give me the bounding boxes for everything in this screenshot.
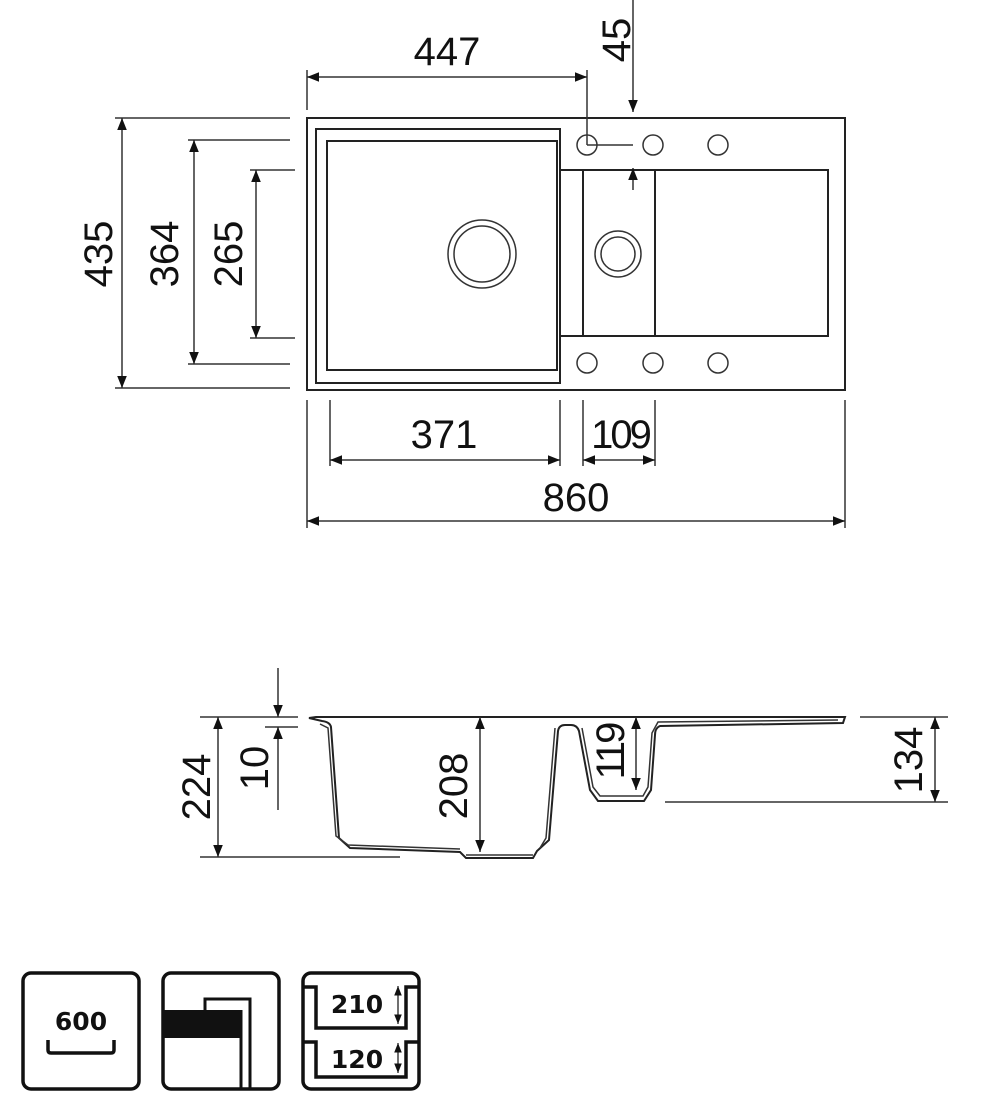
- side-view: 224 10 208 119 134: [175, 668, 948, 859]
- main-drain-inner: [453, 225, 511, 283]
- main-drain-icon: [447, 219, 517, 289]
- sink-profile-inner: [319, 719, 839, 856]
- dim-860: 860: [543, 476, 610, 520]
- depth-small-label: 120: [331, 1045, 383, 1074]
- sink-profile: [308, 716, 847, 859]
- drainer-area: [560, 169, 829, 337]
- dim-109: 109: [591, 413, 650, 457]
- small-drain-inner: [600, 236, 636, 272]
- dim-224: 224: [175, 754, 219, 821]
- dim-364: 364: [143, 221, 187, 288]
- dim-134: 134: [887, 727, 931, 794]
- top-view: 447 45 435 364 265 371 109 860: [77, 0, 846, 528]
- dim-447: 447: [414, 30, 481, 74]
- tap-holes: [576, 134, 729, 374]
- dim-119: 119: [589, 723, 633, 780]
- inset-mount-icon: [161, 971, 281, 1091]
- cabinet-size-icon: 600: [21, 971, 141, 1091]
- dim-208: 208: [432, 753, 476, 820]
- cabinet-size-label: 600: [55, 1007, 107, 1036]
- depth-main-label: 210: [331, 990, 383, 1019]
- bowl-depth-icon: 210 120: [301, 971, 421, 1091]
- dim-435: 435: [77, 221, 121, 288]
- dim-371: 371: [411, 413, 478, 457]
- dim-10: 10: [233, 746, 277, 791]
- sink-outline: [306, 117, 846, 391]
- small-drain-icon: [594, 230, 642, 278]
- dim-45: 45: [595, 18, 639, 63]
- main-bowl-rim: [315, 128, 561, 384]
- dim-265: 265: [207, 221, 251, 288]
- main-bowl: [326, 140, 558, 371]
